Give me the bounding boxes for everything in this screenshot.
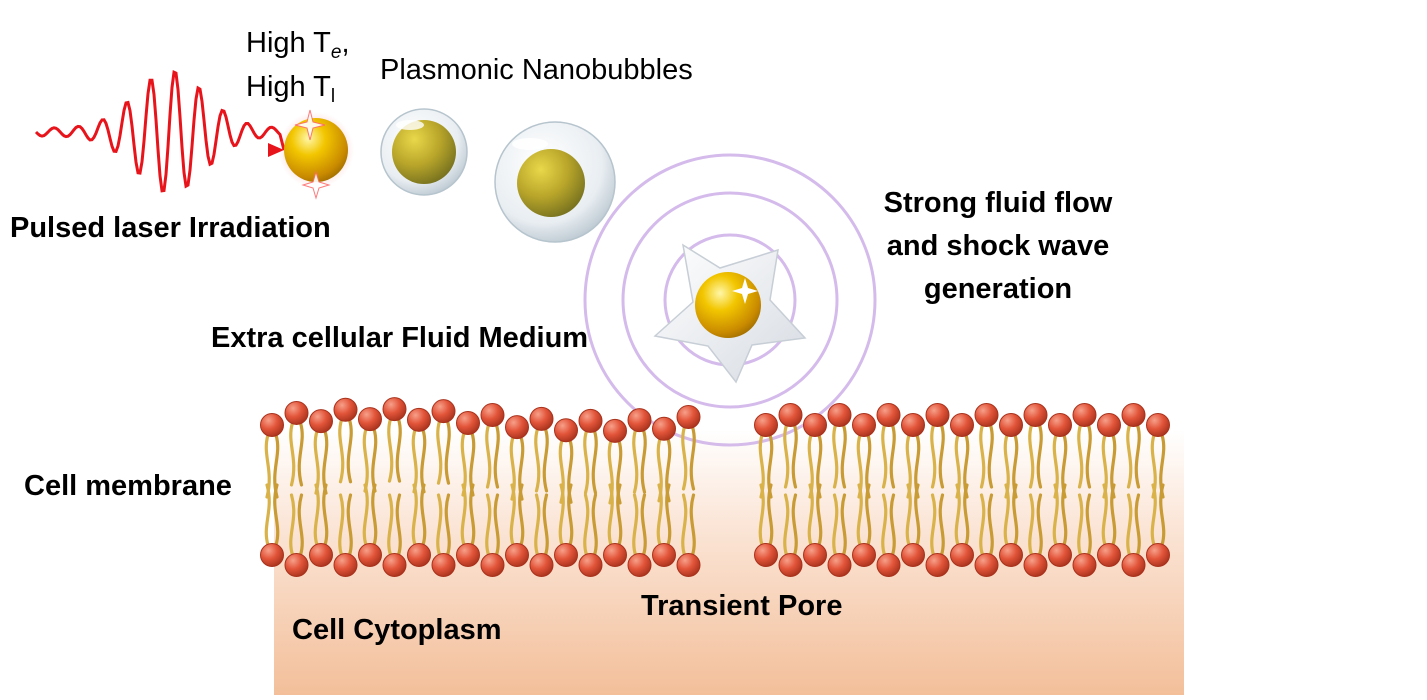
lipid-molecule	[974, 403, 999, 577]
lipid-molecule	[529, 406, 554, 577]
gold-nanoparticle-icon	[278, 109, 354, 200]
lipid-molecule	[456, 410, 480, 567]
lipid-molecule	[1146, 413, 1170, 567]
lipid-molecule	[950, 413, 974, 567]
flow-label-line3: generation	[923, 273, 1073, 305]
lipid-molecule	[901, 413, 925, 567]
flow-label-line2: and shock wave	[886, 230, 1110, 262]
lipid-molecule	[1072, 403, 1097, 577]
lipid-molecule	[852, 413, 876, 567]
nanobubble-large-icon	[494, 121, 616, 243]
laser-label: Pulsed laser Irradiation	[10, 212, 331, 244]
lipid-molecule	[333, 397, 358, 577]
lipid-molecule	[1048, 413, 1072, 567]
nanobubbles-label: Plasmonic Nanobubbles	[380, 54, 693, 86]
high-te-prefix: High T	[246, 27, 331, 59]
lipid-molecule	[925, 403, 950, 577]
lipid-molecule	[754, 413, 778, 567]
lipid-molecule	[652, 416, 676, 567]
lipid-molecule	[431, 399, 456, 577]
lipid-molecule	[1023, 403, 1048, 577]
lipid-molecule	[827, 403, 852, 577]
lipid-molecule	[554, 418, 578, 567]
extracellular-label: Extra cellular Fluid Medium	[211, 322, 589, 354]
high-te-label: High Te,	[246, 27, 350, 64]
lipid-molecule	[260, 413, 284, 567]
lipid-molecule	[309, 409, 333, 567]
lipid-molecule	[603, 418, 627, 567]
laser-wave-icon	[34, 70, 286, 193]
cytoplasm-label: Cell Cytoplasm	[292, 614, 502, 646]
lipid-molecule	[1121, 403, 1146, 577]
lipid-molecule	[778, 403, 803, 577]
lipid-molecule	[480, 403, 505, 577]
lipid-molecule	[578, 408, 603, 577]
pore-label: Transient Pore	[641, 590, 843, 622]
nanobubble-icon	[380, 108, 468, 196]
membrane-label: Cell membrane	[24, 470, 232, 502]
high-te-subscript: e	[330, 42, 342, 63]
lipid-molecule	[627, 408, 652, 577]
high-te-suffix: ,	[341, 27, 350, 59]
lipid-molecule	[803, 413, 827, 567]
lipid-molecule	[382, 397, 407, 577]
high-tl-subscript: l	[330, 86, 336, 107]
collapsing-bubble-icon	[653, 243, 807, 384]
lipid-molecule	[505, 415, 529, 567]
lipid-molecule	[1097, 413, 1121, 567]
high-tl-prefix: High T	[246, 71, 331, 103]
lipid-molecule	[676, 404, 701, 577]
lipid-molecule	[876, 403, 901, 577]
lipid-molecule	[284, 400, 309, 577]
lipid-bilayer-icon	[260, 397, 1170, 577]
lipid-molecule	[407, 407, 431, 567]
lipid-molecule	[358, 407, 382, 567]
lipid-molecule	[999, 413, 1023, 567]
flow-label-line1: Strong fluid flow	[883, 187, 1113, 219]
flow-label: Strong fluid flow and shock wave generat…	[860, 182, 1136, 311]
high-tl-label: High Tl	[246, 71, 335, 108]
